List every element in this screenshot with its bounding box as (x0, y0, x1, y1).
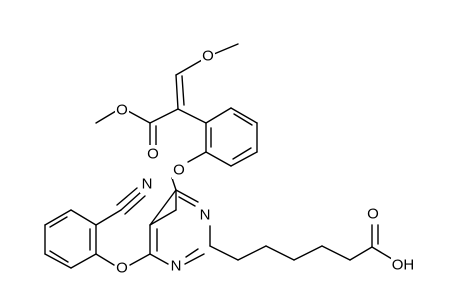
atom-o-methoxy: O (202, 48, 214, 65)
atom-oh-acid: OH (392, 257, 415, 274)
pyrimidine-ring (149, 189, 211, 265)
atom-labels: O O O O N N N O O OH (115, 47, 415, 277)
methoxyacrylate-fragment (95, 43, 239, 146)
aryl-ether-link-top (171, 151, 207, 191)
aryl-ether-link-bottom (95, 253, 151, 266)
upper-benzene-ring (205, 107, 258, 167)
benzonitrile-ring (44, 209, 97, 269)
atom-o-acid-carbonyl: O (367, 206, 379, 223)
atom-o-aryl-ether-top: O (173, 162, 185, 179)
atom-n-pyrimidine-upper: N (200, 207, 211, 224)
atom-o-ester-single: O (116, 102, 128, 119)
nitrile-group (95, 187, 146, 226)
atom-o-ester-carbonyl: O (147, 146, 159, 163)
hexanoic-acid-chain (209, 224, 393, 261)
atom-o-aryl-ether-bottom: O (116, 260, 128, 277)
atom-n-pyrimidine-lower: N (171, 258, 182, 275)
atom-n-nitrile: N (142, 176, 153, 193)
